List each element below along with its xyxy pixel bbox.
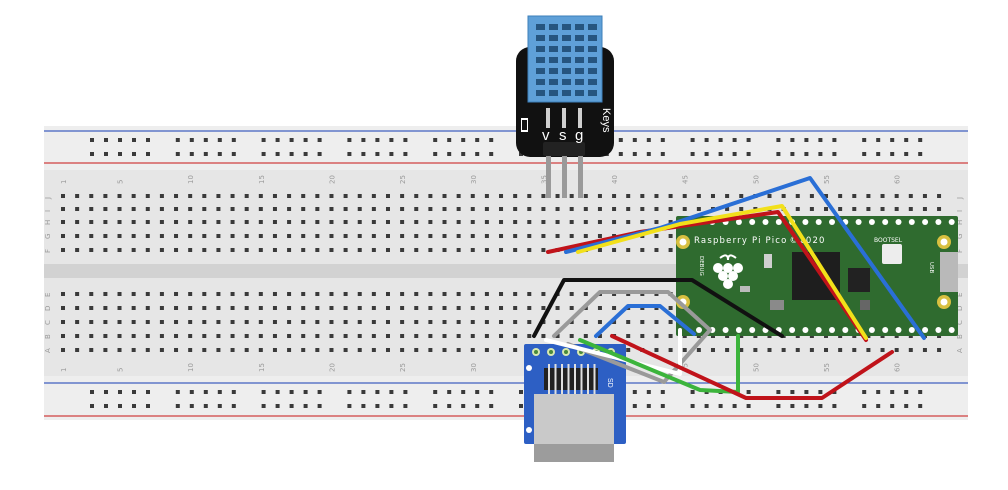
column-number: 50 (752, 175, 760, 184)
column-number: 30 (470, 363, 478, 372)
row-letter: I (44, 210, 52, 212)
row-letter: E (44, 293, 52, 297)
column-number: 5 (117, 368, 125, 372)
row-letter: C (956, 320, 964, 325)
usb-connector (940, 252, 958, 292)
row-letter: B (44, 334, 52, 339)
pin-label-s: s (559, 127, 567, 144)
wire-green[interactable] (578, 334, 740, 394)
column-number: 45 (682, 363, 690, 372)
row-letter: G (44, 234, 52, 239)
row-letter: F (44, 249, 52, 253)
dht-sensor-module: v s g Keys (516, 15, 614, 198)
row-letter: A (44, 348, 52, 353)
row-letter: E (956, 293, 964, 297)
sensor-grille (536, 24, 597, 96)
column-number: 40 (611, 175, 619, 184)
row-letter: D (956, 306, 964, 311)
raspberry-pi-pico: Raspberry Pi Pico©2020 BOOTSEL DEBUG USB (676, 216, 958, 336)
wire-blue-lower[interactable] (594, 304, 696, 338)
wire-yellow-dht-signal[interactable] (576, 204, 868, 340)
column-number: 55 (823, 363, 831, 372)
column-number: 60 (894, 175, 902, 184)
row-letters: J J I I H H G G F F E E D D C C B B A A (44, 197, 964, 353)
row-letter: J (956, 197, 964, 200)
column-number: 50 (752, 363, 760, 372)
pico-board-name: Raspberry Pi Pico (694, 236, 788, 246)
wire-red-lower[interactable] (610, 334, 894, 400)
bootsel-label: BOOTSEL (874, 237, 903, 244)
column-numbers: 1155101015152020252530303535404045455050… (60, 175, 902, 372)
column-number: 15 (258, 363, 266, 372)
column-number: 20 (328, 363, 336, 372)
pin-label-v: v (542, 127, 550, 144)
sd-side-label: SD (606, 378, 613, 388)
row-letter: F (956, 249, 964, 253)
raspberry-logo-icon (713, 254, 743, 289)
column-number: 5 (117, 180, 125, 184)
row-letter: A (956, 348, 964, 353)
row-letter: J (44, 197, 52, 200)
brand-label: Keys (600, 108, 612, 133)
column-number: 1 (60, 180, 68, 184)
column-number: 45 (682, 175, 690, 184)
usb-label: USB (928, 262, 934, 274)
column-number: 15 (258, 175, 266, 184)
column-number: 30 (470, 175, 478, 184)
column-number: 1 (60, 368, 68, 372)
row-letter: G (956, 234, 964, 239)
sd-connector-chip (544, 368, 598, 390)
wire-white[interactable] (544, 328, 682, 376)
column-number: 35 (540, 175, 548, 184)
wire-blue-dht-gnd[interactable] (564, 176, 926, 340)
pin-label-g: g (575, 127, 583, 144)
column-number: 55 (823, 175, 831, 184)
svg-text:Raspberry Pi Pico©2020: Raspberry Pi Pico©2020 (694, 236, 826, 246)
row-letter: C (44, 320, 52, 325)
column-number: 25 (399, 175, 407, 184)
row-letter: H (44, 220, 52, 225)
column-number: 20 (328, 175, 336, 184)
row-letter: I (956, 210, 964, 212)
bootsel-button (882, 244, 902, 264)
pico-pins (696, 219, 955, 333)
pico-copyright: ©2020 (790, 236, 826, 246)
column-number: 10 (187, 175, 195, 184)
wire-red-dht-vcc[interactable] (546, 210, 868, 342)
wire-gray[interactable] (552, 290, 712, 384)
row-letter: H (956, 220, 964, 225)
column-number: 60 (894, 363, 902, 372)
column-number: 25 (399, 363, 407, 372)
wires (532, 176, 926, 400)
flash-chip (848, 268, 870, 292)
debug-label: DEBUG (698, 256, 704, 276)
column-number: 10 (187, 363, 195, 372)
row-letter: B (956, 334, 964, 339)
row-letter: D (44, 306, 52, 311)
wire-black[interactable] (532, 278, 784, 338)
